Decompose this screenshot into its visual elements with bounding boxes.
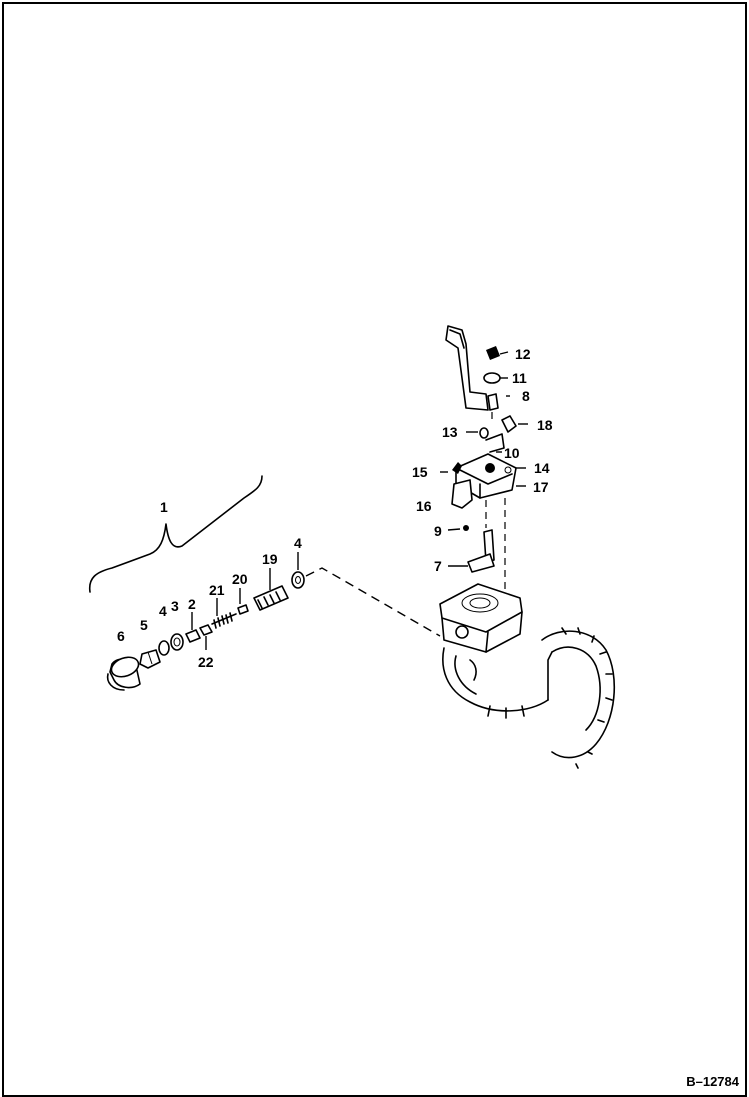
callout-15: 15 <box>412 464 428 480</box>
part-22-seat <box>199 624 213 636</box>
part-12-nut <box>486 346 500 360</box>
callout-3: 3 <box>171 598 179 614</box>
part-20-pin <box>237 604 249 615</box>
part-21-spring <box>211 612 237 629</box>
callout-21: 21 <box>209 582 225 598</box>
callout-22: 22 <box>198 654 214 670</box>
callout-18: 18 <box>537 417 553 433</box>
part-10-link <box>485 433 505 453</box>
figure-id-label: B–12784 <box>686 1074 739 1089</box>
assembly-line-left <box>305 567 441 637</box>
callout-8: 8 <box>522 388 530 404</box>
part-16-lever <box>451 479 473 509</box>
part-4-washer-right <box>291 571 305 589</box>
callout-6: 6 <box>117 628 125 644</box>
callout-5: 5 <box>140 617 148 633</box>
leader-lines <box>191 351 528 650</box>
callout-7: 7 <box>434 558 442 574</box>
part-6-cap <box>106 656 141 691</box>
part-7-shaft <box>467 529 495 573</box>
callout-4-left: 4 <box>159 603 167 619</box>
callout-17: 17 <box>533 479 549 495</box>
callout-20: 20 <box>232 571 248 587</box>
part-5-nut <box>139 649 161 669</box>
part-3-oring <box>170 633 184 651</box>
part-13-ring <box>479 427 489 439</box>
part-11-washer <box>483 372 501 384</box>
callout-9: 9 <box>434 523 442 539</box>
part-9-ball <box>463 525 469 531</box>
part-19-plug <box>253 585 289 611</box>
callout-13: 13 <box>442 424 458 440</box>
callout-10: 10 <box>504 445 520 461</box>
group-bracket <box>88 475 263 593</box>
callout-1: 1 <box>160 499 168 515</box>
callout-16: 16 <box>416 498 432 514</box>
callout-2: 2 <box>188 596 196 612</box>
valve-body <box>439 583 523 653</box>
bracket-arm <box>445 325 489 411</box>
callout-12: 12 <box>515 346 531 362</box>
part-4-washer-left <box>158 640 170 656</box>
part-2-piston <box>185 629 201 643</box>
callout-4-right: 4 <box>294 535 302 551</box>
part-8-bolt <box>487 393 499 411</box>
callout-19: 19 <box>262 551 278 567</box>
callout-14: 14 <box>534 460 550 476</box>
callout-11: 11 <box>512 370 527 386</box>
part-18-cap <box>501 415 517 433</box>
pump-housing <box>442 627 616 769</box>
